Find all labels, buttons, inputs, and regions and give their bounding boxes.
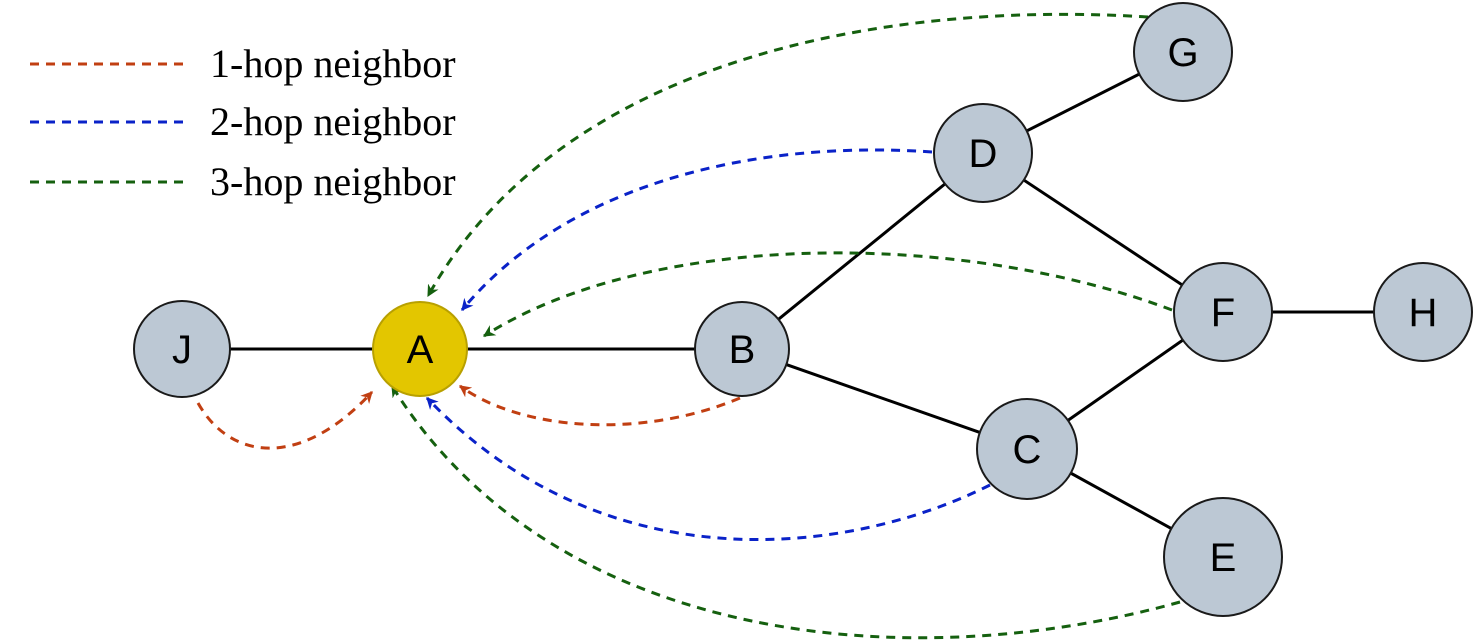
node-label-C: C xyxy=(1013,428,1042,472)
node-E: E xyxy=(1163,497,1283,617)
node-label-G: G xyxy=(1167,31,1198,75)
node-circle-B xyxy=(694,301,790,397)
node-circle-D xyxy=(933,103,1033,203)
node-label-H: H xyxy=(1409,291,1438,335)
legend-item-1-hop: 1-hop neighbor xyxy=(30,41,456,86)
node-circle-E xyxy=(1163,497,1283,617)
edge-B-D xyxy=(741,151,984,351)
node-circle-A xyxy=(372,301,468,397)
node-G: G xyxy=(1133,2,1233,102)
node-C: C xyxy=(976,398,1078,500)
hop-arrow-G-to-A xyxy=(426,12,1149,298)
hop-arrow-B-to-A xyxy=(459,384,741,427)
legend: 1-hop neighbor 2-hop neighbor 3-hop neig… xyxy=(30,41,456,204)
legend-label-1-hop: 1-hop neighbor xyxy=(210,41,456,86)
node-circle-J xyxy=(133,300,231,398)
legend-label-3-hop: 3-hop neighbor xyxy=(210,159,456,204)
node-label-D: D xyxy=(969,132,998,176)
node-D: D xyxy=(933,103,1033,203)
node-label-B: B xyxy=(729,328,756,372)
node-H: H xyxy=(1373,262,1473,362)
nodes: J A B D G F H C E xyxy=(133,2,1473,617)
node-circle-F xyxy=(1173,262,1273,362)
node-label-A: A xyxy=(407,328,434,372)
node-J: J xyxy=(133,300,231,398)
hop-arrows xyxy=(196,12,1181,640)
node-A: A xyxy=(372,301,468,397)
node-circle-C xyxy=(976,398,1078,500)
node-label-F: F xyxy=(1211,291,1235,335)
hop-arrow-D-to-A xyxy=(460,148,933,311)
node-circle-H xyxy=(1373,262,1473,362)
hop-arrow-J-to-A xyxy=(196,390,374,450)
node-label-J: J xyxy=(172,328,192,372)
hop-arrow-E-to-A xyxy=(390,384,1181,640)
legend-item-3-hop: 3-hop neighbor xyxy=(30,159,456,204)
node-circle-G xyxy=(1133,2,1233,102)
legend-label-2-hop: 2-hop neighbor xyxy=(210,99,456,144)
node-label-E: E xyxy=(1210,536,1237,580)
hop-arrow-F-to-A xyxy=(482,251,1173,338)
legend-item-2-hop: 2-hop neighbor xyxy=(30,99,456,144)
hop-arrow-C-to-A xyxy=(425,396,991,542)
node-B: B xyxy=(694,301,790,397)
node-F: F xyxy=(1173,262,1273,362)
